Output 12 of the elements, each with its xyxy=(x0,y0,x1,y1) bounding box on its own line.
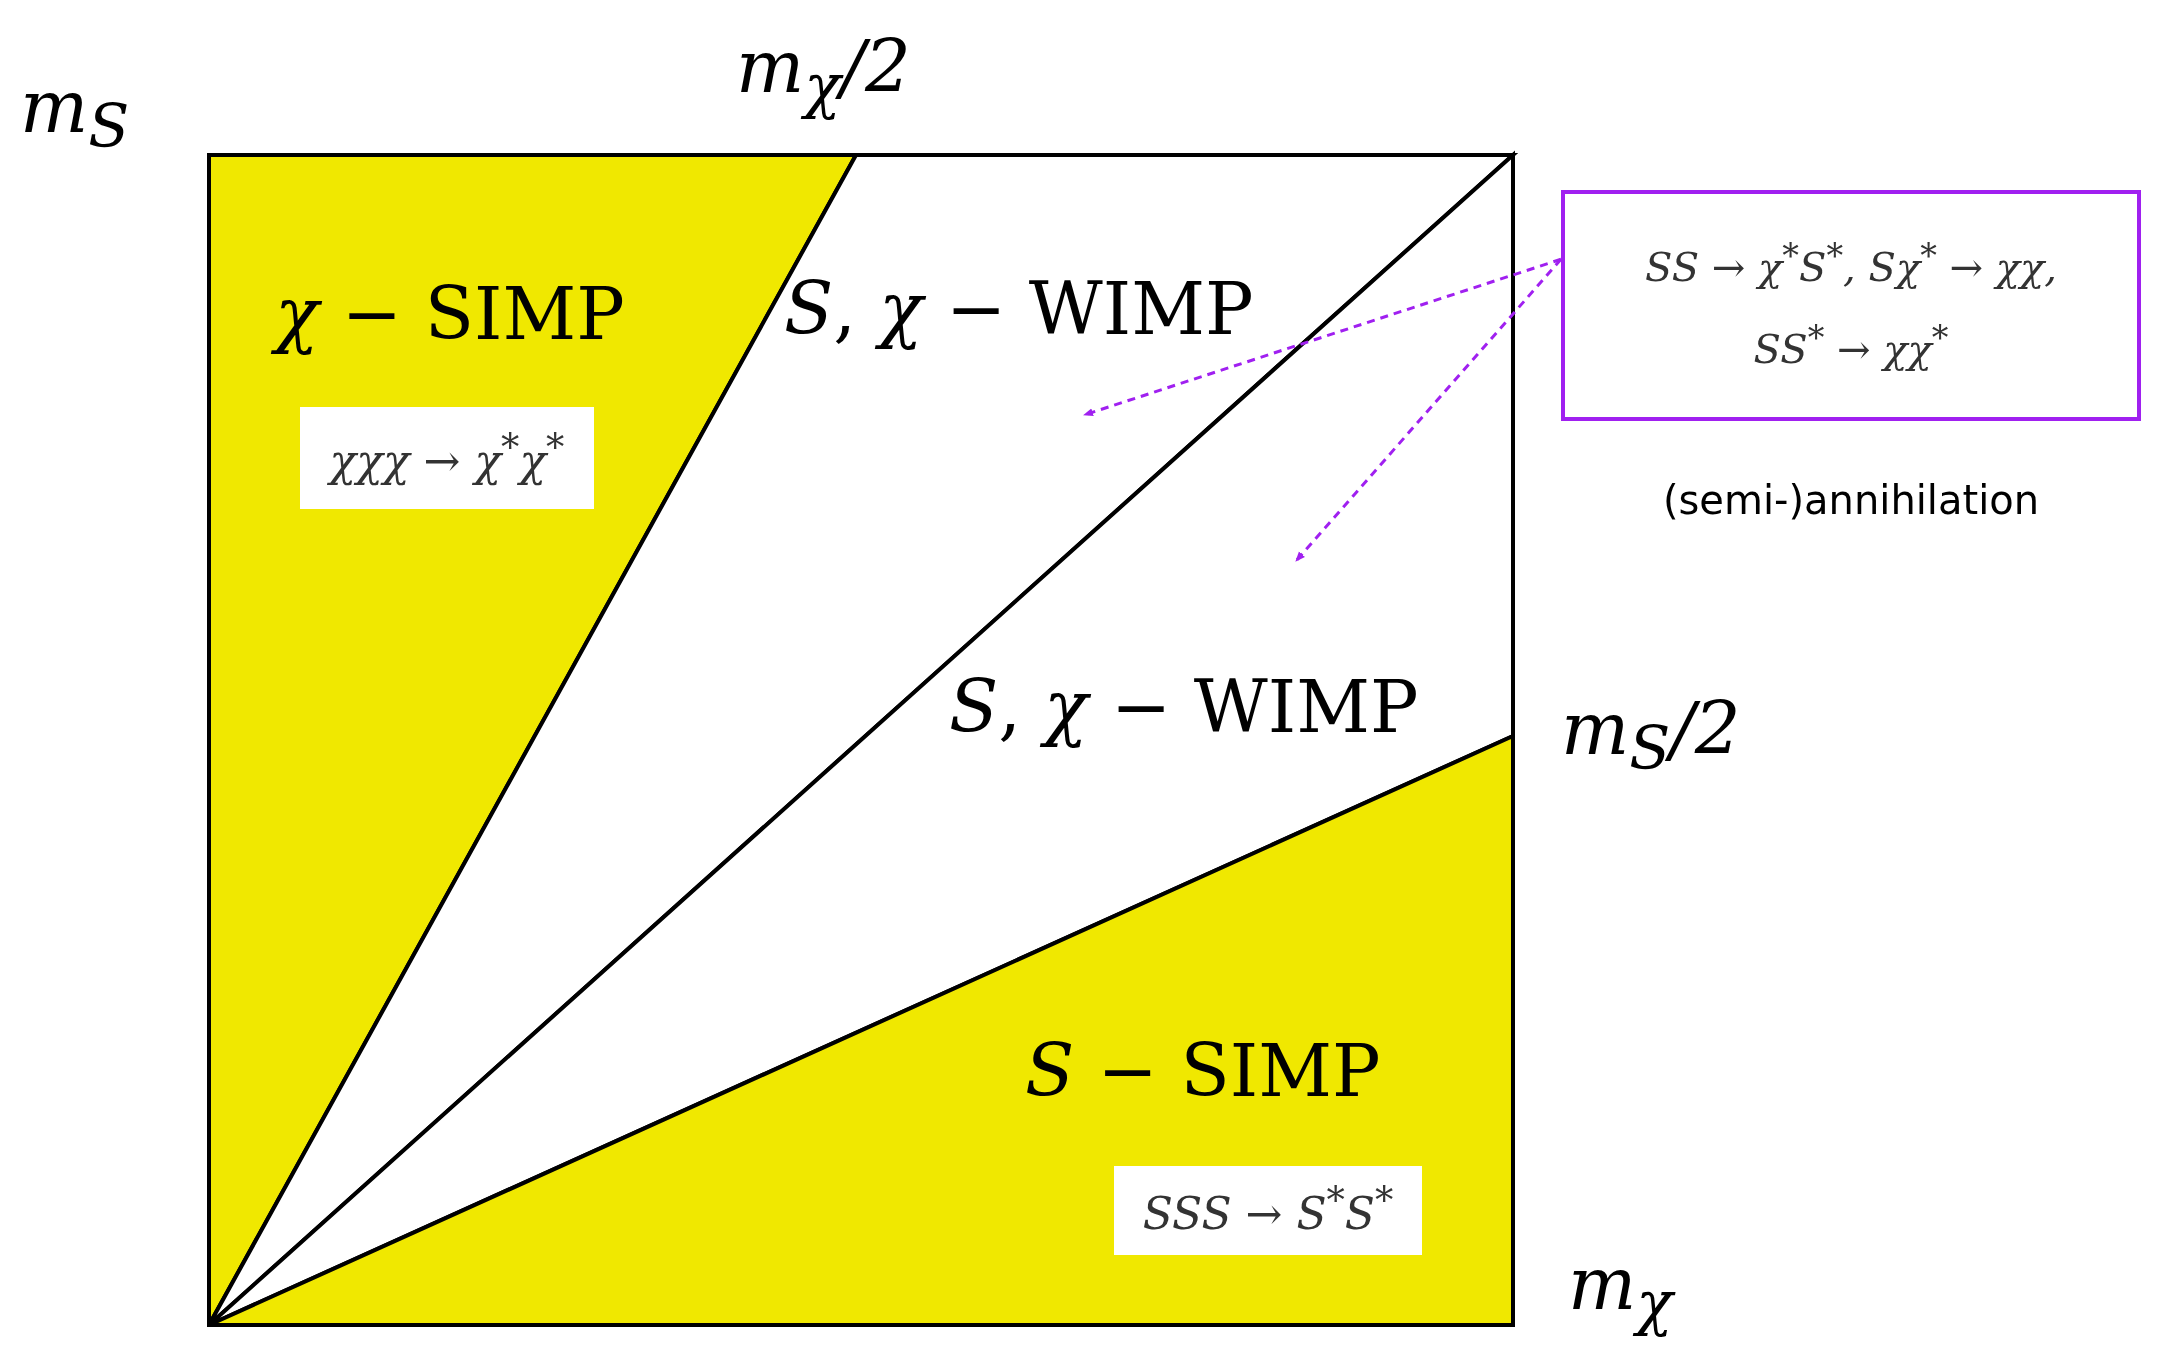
region-label: S − SIMP xyxy=(1025,1032,1381,1112)
reaction-label: SSS → S$^{*}$S$^{*}$ xyxy=(1114,1166,1422,1255)
region-label: S, χ − WIMP xyxy=(949,668,1419,748)
reaction-label: χχχ → χ$^{*}$χ$^{*}$ xyxy=(300,407,594,509)
axis-label: m$_{S}$/2 xyxy=(1561,690,1741,782)
region-label: S, χ − WIMP xyxy=(784,270,1254,350)
arrow xyxy=(1083,257,1562,417)
process-box: SS → χ$^{*}$S$^{*}$, Sχ$^{*}$ → χχ, SS$^{*}$ → χχ$^{*}$ xyxy=(1561,190,2141,421)
note-text: (semi-)annihilation xyxy=(1661,478,2041,522)
axis-label: m$_{χ}$/2 xyxy=(736,28,911,120)
arrow xyxy=(1294,258,1563,562)
axis-label: m$_{S}$ xyxy=(20,68,130,160)
